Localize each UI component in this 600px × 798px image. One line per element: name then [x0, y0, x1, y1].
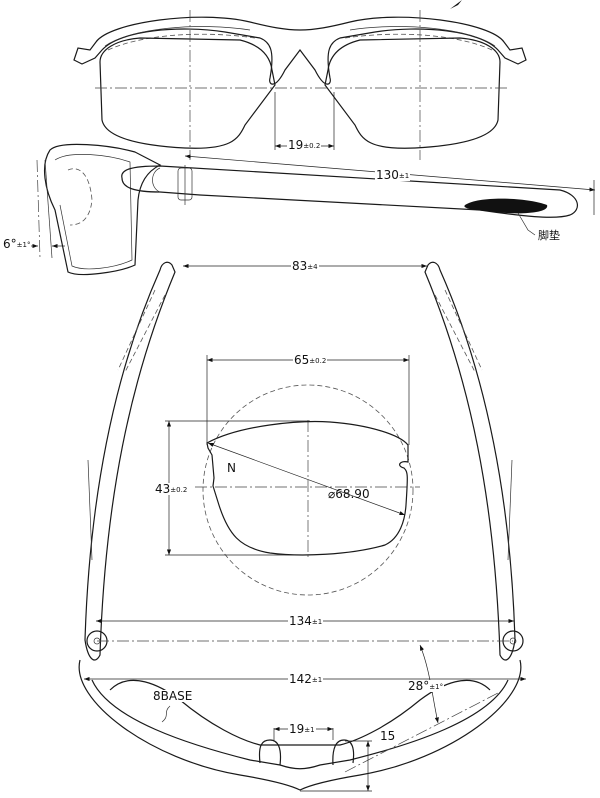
- nasal-marker-label: N: [226, 461, 237, 475]
- lens-diagonal-label: ⌀68.90: [328, 487, 370, 501]
- frame-width-label: 142±1: [288, 672, 324, 686]
- earpad-label: 脚垫: [537, 229, 561, 242]
- lens-width-label: 65±0.2: [293, 353, 328, 367]
- bridge-width-label: 19±0.2: [287, 138, 322, 152]
- temple-tip-span-label: 83±4: [291, 259, 319, 273]
- nosepad-spacing-label: 19±1: [288, 722, 316, 736]
- lens-detail: [165, 355, 420, 596]
- front-view: [73, 0, 527, 160]
- wrap-angle-label: 28°±1°: [407, 679, 445, 693]
- hinge-span-label: 134±1: [288, 614, 324, 628]
- temple-length-label: 130±1: [375, 168, 411, 182]
- frame-depth-label: 15: [379, 729, 397, 743]
- base-curve-label: 8BASE: [152, 689, 194, 703]
- side-view: [25, 143, 596, 276]
- top-view: [78, 261, 526, 792]
- tilt-angle-label: 6°±1°: [2, 237, 32, 251]
- lens-height-label: 43±0.2: [154, 482, 189, 496]
